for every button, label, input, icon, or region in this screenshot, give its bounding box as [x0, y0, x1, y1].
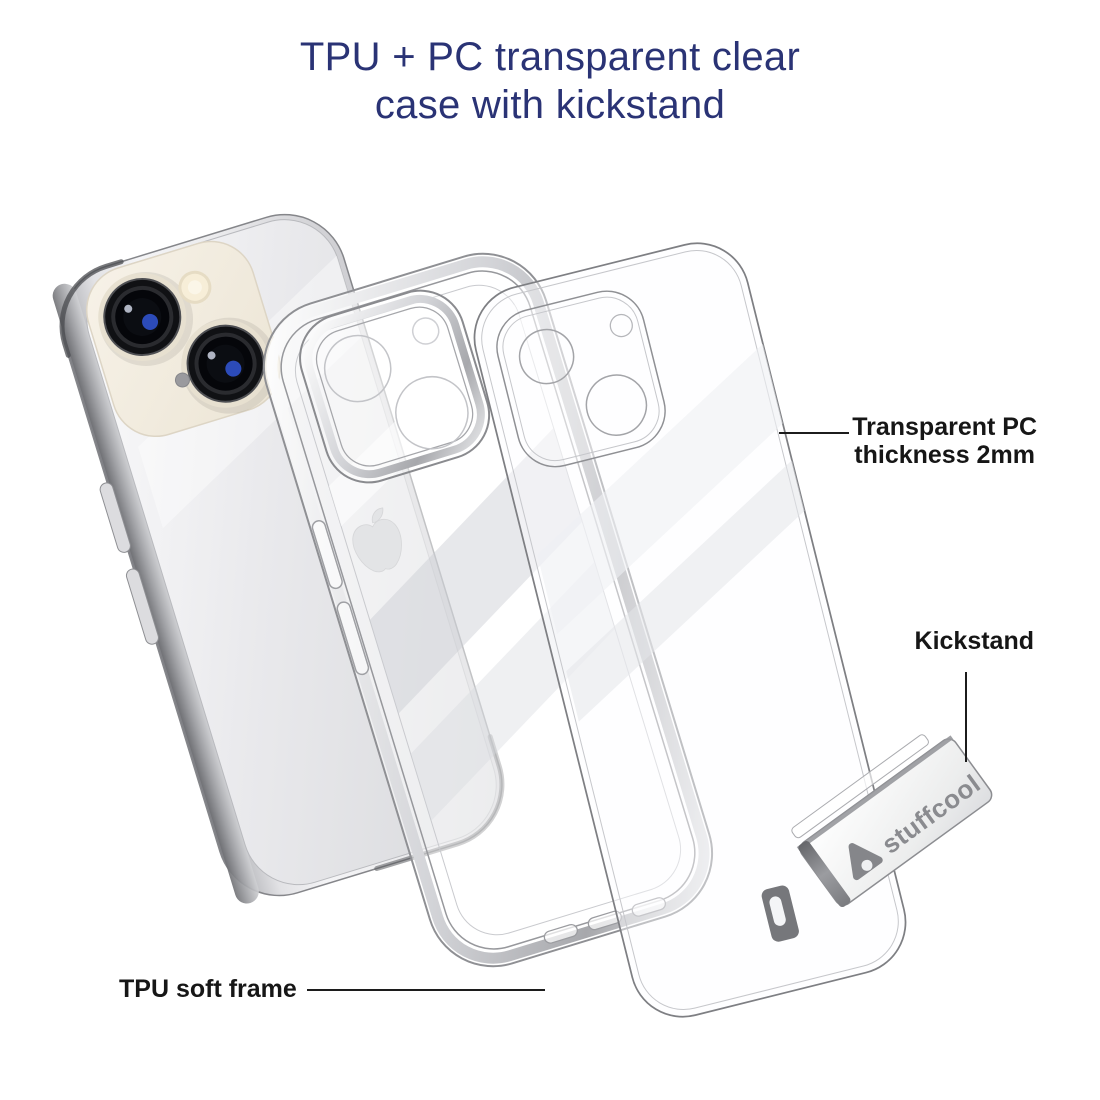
callout-tpu-soft-frame: TPU soft frame — [119, 975, 297, 1003]
callout-transparent-pc-line1: Transparent PC — [852, 413, 1037, 441]
tpu-camera-cutout — [299, 289, 491, 484]
pc-panel-inner-line — [481, 250, 899, 1010]
camera-lens-top — [98, 272, 187, 361]
tpu-power-button-cover — [336, 601, 370, 676]
pc-panel-sheet — [473, 242, 907, 1018]
camera-module — [85, 240, 281, 438]
pc-panel-reflections — [537, 343, 805, 722]
camera-lens-bottom — [181, 319, 270, 408]
camera-flash-core — [187, 280, 202, 295]
tpu-lens-opening-top — [323, 334, 392, 403]
page-title-line2: case with kickstand — [374, 83, 726, 127]
phone-power-button — [125, 568, 159, 645]
tpu-volume-button-cover — [311, 520, 343, 590]
lens-glint-blue — [142, 313, 159, 330]
kickstand-top-edge — [796, 735, 954, 851]
kickstand-flap: stuffcool — [791, 734, 993, 907]
callout-transparent-pc-line2: thickness 2mm — [854, 441, 1035, 469]
leader-lines — [307, 432, 967, 991]
lens-glint-white — [207, 351, 216, 360]
lens-glint-white — [124, 304, 133, 313]
pc-lens-hole-bottom — [585, 374, 648, 436]
camera-mic-dot — [174, 372, 190, 388]
lens-glint-blue — [225, 360, 242, 377]
kickstand-hinge-bar — [798, 841, 851, 907]
kickstand-hinge-slot — [761, 885, 799, 942]
page-title-line1: TPU + PC transparent clear — [299, 35, 801, 79]
phone-volume-button — [99, 482, 131, 553]
page-title: TPU + PC transparent clear case with kic… — [0, 33, 1100, 129]
tpu-flash-opening — [411, 317, 440, 345]
callout-transparent-pc: Transparent PC thickness 2mm — [852, 413, 1037, 469]
tpu-port-cutouts — [543, 897, 666, 944]
phone-frame-corner-shadow — [59, 259, 124, 358]
callout-kickstand: Kickstand — [914, 627, 1034, 655]
pc-camera-cutout — [496, 290, 666, 468]
triangle-logo-dot — [861, 859, 873, 871]
tpu-lens-opening-bottom — [395, 376, 469, 450]
pc-panel — [473, 242, 907, 1018]
kickstand-recess — [791, 734, 929, 839]
phone-side-frame — [52, 283, 259, 904]
pc-lens-hole-top — [518, 328, 575, 385]
pc-flash-hole — [609, 313, 633, 338]
